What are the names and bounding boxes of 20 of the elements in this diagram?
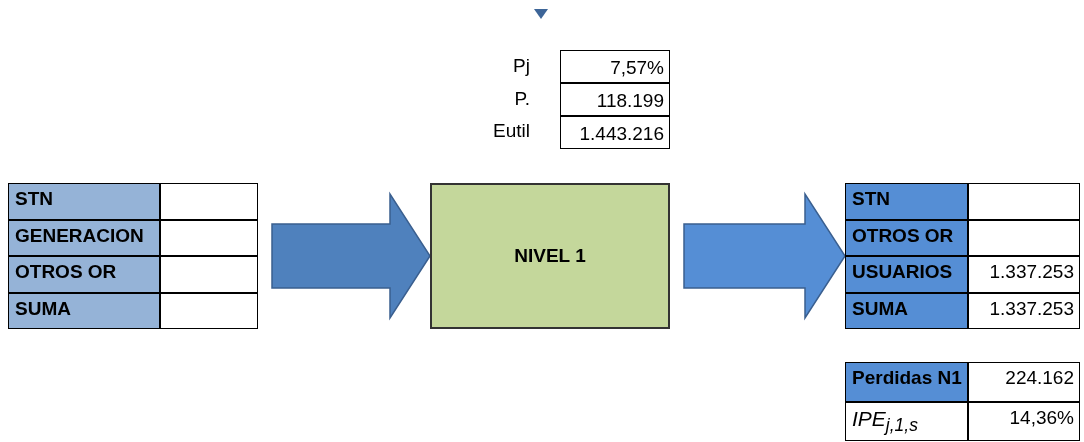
row-label: P. — [513, 88, 530, 110]
row-label: SUMA — [845, 292, 968, 329]
value-cell: 1.443.216 — [560, 116, 670, 149]
level-title: NIVEL 1 — [514, 245, 586, 267]
value-cell: 7,57% — [560, 50, 670, 83]
block-arrow — [683, 191, 846, 321]
value-cell: 118.199 — [560, 83, 670, 116]
row-label: OTROS OR — [8, 256, 160, 293]
row-label: STN — [845, 183, 968, 220]
row-label: Pj — [512, 55, 530, 77]
row-label: SUMA — [8, 292, 160, 329]
row-label: STN — [8, 183, 160, 220]
row-label: Perdidas N1 — [845, 362, 968, 402]
row-label: IPE$_{j,1,s}$ — [845, 401, 968, 441]
row-label: OTROS OR — [845, 219, 968, 256]
row-label: Eutil — [492, 120, 530, 142]
block-arrow — [271, 191, 431, 321]
row-label: USUARIOS — [845, 256, 968, 293]
level-box — [430, 183, 670, 329]
row-label: GENERACION — [8, 219, 160, 256]
